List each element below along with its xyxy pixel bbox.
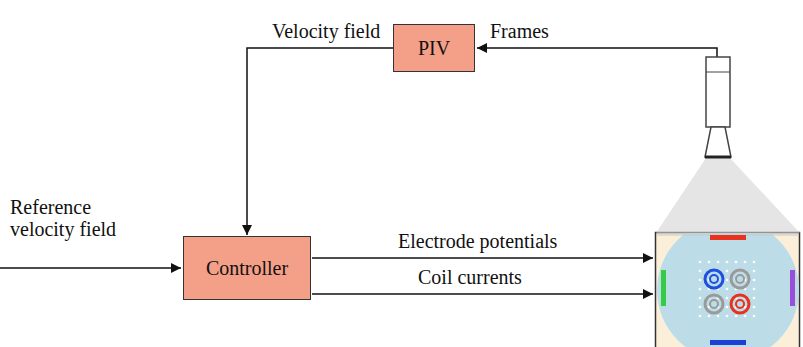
marker-dot [753,315,756,318]
box-label: Controller [206,257,288,279]
camera-lens-rim [705,156,731,159]
marker-dot [726,315,729,318]
marker-dot [726,288,729,291]
marker-dot [726,297,729,300]
camera-detail [706,72,730,73]
marker-dot [699,297,702,300]
marker-dot [726,279,729,282]
marker-dot [753,288,756,291]
electrode-wire [312,257,653,259]
marker-dot [744,261,747,264]
signal-label: Reference velocity field [10,196,140,240]
marker-dot [699,279,702,282]
marker-dot [744,315,747,318]
marker-dot [753,297,756,300]
electrode-bottom [710,340,746,345]
marker-dot [699,261,702,264]
electrode-right [790,270,795,306]
edge-label: Velocity field [272,20,380,42]
marker-dot [717,315,720,318]
marker-dot [699,306,702,309]
reference-wire [0,267,181,269]
electrode-top [710,235,746,240]
marker-dot [753,306,756,309]
marker-dots [699,261,756,318]
marker-dot [753,279,756,282]
marker-dot [708,315,711,318]
signal-arrow [247,48,393,235]
marker-dot [735,315,738,318]
marker-dot [753,261,756,264]
camera-body [706,57,730,127]
marker-dot [753,270,756,273]
marker-dot [735,261,738,264]
marker-dot [708,261,711,264]
signal-label: Coil currents [418,266,522,288]
box-label: PIV [418,37,450,59]
coil-wire [312,293,653,295]
frames-wire [477,48,717,57]
marker-dot [699,315,702,318]
process-box: PIV [393,24,475,72]
marker-dot [726,261,729,264]
marker-dot [717,261,720,264]
camera-view-cone [656,158,800,233]
process-box: Controller [183,236,311,300]
camera-lens [705,127,731,157]
signal-label: Frames [490,20,549,42]
signal-label: Electrode potentials [398,230,557,252]
electrode-left [661,270,666,306]
fluid-dish [657,233,799,347]
marker-dot [726,270,729,273]
marker-dot [699,288,702,291]
marker-dot [726,306,729,309]
marker-dot [699,270,702,273]
coils [705,270,749,313]
